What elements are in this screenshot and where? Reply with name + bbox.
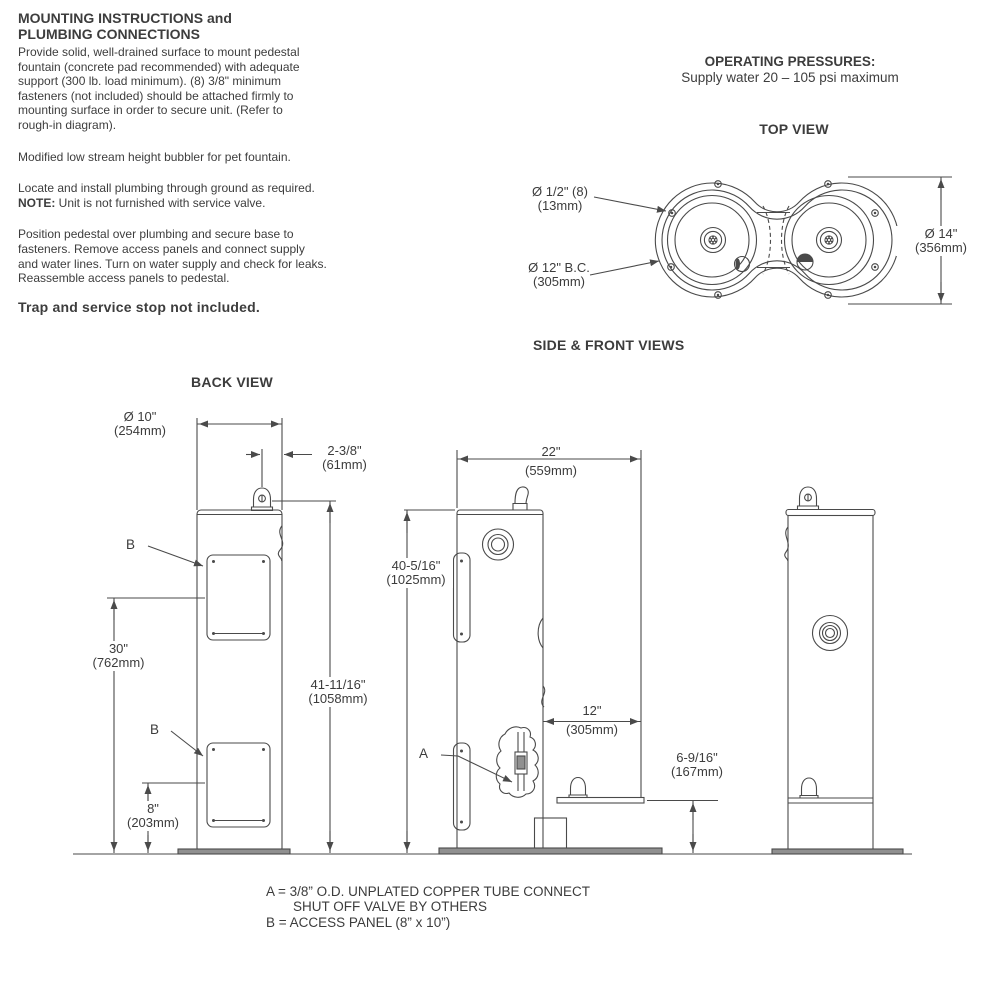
dim-metric: (305mm) <box>565 722 618 737</box>
dim-label-40-5-16in: 40-5/16" (1025mm) <box>379 558 453 588</box>
back-view-drawing <box>107 418 336 855</box>
dim-value: Ø 14" <box>924 226 958 241</box>
dim-label-6-9-16in: 6-9/16" (167mm) <box>651 751 743 779</box>
leader-b-lower <box>170 730 204 757</box>
tube-cutaway <box>495 726 539 798</box>
dim-metric: (559mm) <box>524 463 577 478</box>
dim-label-12in: 12" (305mm) <box>552 704 632 737</box>
dim-label-41-11-16in: 41-11/16" (1058mm) <box>292 677 384 707</box>
dim-6-9-16in <box>647 799 718 853</box>
callout-a: A <box>419 746 429 761</box>
dim-22in <box>456 450 642 797</box>
dim-label-30in: 30" (762mm) <box>76 641 161 671</box>
callout-b-upper: B <box>126 537 136 552</box>
callout-b-lower: B <box>150 722 160 737</box>
dim-metric: (13mm) <box>537 198 583 213</box>
dim-label-22in: 22" (559mm) <box>511 445 591 478</box>
side-view-drawing <box>403 450 718 855</box>
dim-metric: (167mm) <box>670 764 723 779</box>
dim-metric: (61mm) <box>322 457 367 472</box>
drain-right <box>796 253 814 271</box>
access-panel-strip-lower <box>452 742 471 831</box>
base-plate <box>771 848 904 855</box>
dim-value: Ø 10" <box>123 409 157 424</box>
dim-metric: (305mm) <box>532 274 585 289</box>
dim-metric: (356mm) <box>914 240 967 255</box>
instructions-paragraph-3: Locate and install plumbing through grou… <box>18 181 380 210</box>
dim-label-mounting-hole: Ø 1/2" (8) (13mm) <box>515 185 605 213</box>
pet-fountain <box>533 776 645 850</box>
dim-label-bolt-circle: Ø 12" B.C. (305mm) <box>514 261 604 289</box>
push-button <box>811 614 849 652</box>
instructions-title: MOUNTING INSTRUCTIONS and PLUMBING CONNE… <box>18 10 232 42</box>
top-view-drawing <box>589 176 952 305</box>
dim-label-10in: Ø 10" (254mm) <box>95 410 185 438</box>
seam-detail <box>277 525 284 562</box>
dim-value: 2-3/8" <box>327 443 362 458</box>
plumbing-note-line1: Locate and install plumbing through grou… <box>18 181 315 196</box>
dim-label-14in: Ø 14" (356mm) <box>896 226 986 256</box>
dim-label-2-3-8in: 2-3/8" (61mm) <box>302 444 387 472</box>
dim-metric: (762mm) <box>92 655 145 670</box>
dim-value: 22" <box>541 444 561 459</box>
drain-left <box>733 255 751 273</box>
legend-line-a: A = 3/8” O.D. UNPLATED COPPER TUBE CONNE… <box>266 884 590 899</box>
operating-pressures-detail: Supply water 20 – 105 psi maximum <box>681 70 899 85</box>
dim-value: 6-9/16" <box>676 750 718 765</box>
back-view-title: BACK VIEW <box>191 374 273 390</box>
pet-fountain-front <box>788 777 873 804</box>
note-text: Unit is not furnished with service valve… <box>55 195 266 210</box>
dim-metric: (203mm) <box>126 815 179 830</box>
front-view-drawing <box>771 486 904 855</box>
mounting-instructions: MOUNTING INSTRUCTIONS and PLUMBING CONNE… <box>18 10 380 331</box>
legend-line-b: B = ACCESS PANEL (8” x 10”) <box>266 914 451 930</box>
dim-value: 30" <box>108 641 129 656</box>
access-panel-upper <box>206 554 271 641</box>
dim-value: 41-11/16" <box>310 677 366 692</box>
top-view-title: TOP VIEW <box>759 121 829 137</box>
instructions-paragraph-4: Position pedestal over plumbing and secu… <box>18 227 327 286</box>
leader-a <box>440 754 513 783</box>
dim-value: Ø 1/2" (8) <box>532 184 588 199</box>
dim-30in <box>107 597 205 853</box>
callout-legend: A = 3/8” O.D. UNPLATED COPPER TUBE CONNE… <box>266 884 590 930</box>
dim-value: 12" <box>582 703 602 718</box>
note-label: NOTE: <box>18 195 56 210</box>
operating-pressures: OPERATING PRESSURES: Supply water 20 – 1… <box>620 54 960 85</box>
leader-bolt-circle <box>589 259 660 276</box>
leader-mounting-hole <box>593 196 667 213</box>
seam-detail <box>784 526 789 562</box>
legend-line-a2: SHUT OFF VALVE BY OTHERS <box>293 899 488 915</box>
dim-value: 8" <box>147 801 159 816</box>
side-front-views-title: SIDE & FRONT VIEWS <box>533 337 685 353</box>
push-button <box>481 528 515 561</box>
dim-value: 40-5/16" <box>391 558 441 573</box>
edge-detail <box>537 617 544 649</box>
access-panel-strip-upper <box>452 552 471 643</box>
access-panel-lower <box>206 742 271 828</box>
dim-metric: (1025mm) <box>386 572 446 587</box>
dim-label-8in: 8" (203mm) <box>122 801 184 831</box>
edge-detail <box>541 685 546 708</box>
dim-metric: (1058mm) <box>308 691 368 706</box>
operating-pressures-heading: OPERATING PRESSURES: <box>704 54 876 69</box>
base-plate <box>438 847 663 855</box>
spout-icon <box>512 486 529 511</box>
waist-detail <box>757 205 790 275</box>
dim-10in <box>196 418 283 510</box>
leader-b-upper <box>147 545 204 567</box>
trap-notice: Trap and service stop not included. <box>18 298 260 315</box>
instructions-paragraph-2: Modified low stream height bubbler for p… <box>18 149 291 164</box>
dim-value: Ø 12" B.C. <box>528 260 590 275</box>
base-plate <box>177 848 291 855</box>
instructions-paragraph-1: Provide solid, well-drained surface to m… <box>18 45 300 132</box>
dim-metric: (254mm) <box>113 423 166 438</box>
